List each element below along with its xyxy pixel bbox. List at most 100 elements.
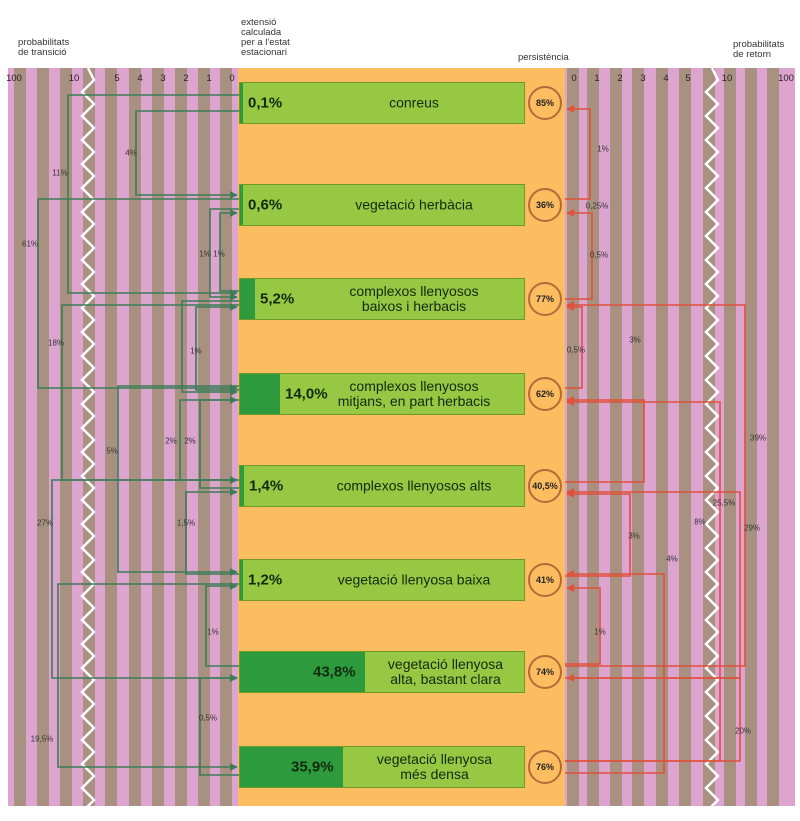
transition-probability-label: 2%: [165, 436, 177, 446]
state-label: conreus: [389, 94, 439, 111]
transition-probability-label: 0,5%: [198, 713, 218, 723]
state-extent-fill: [240, 652, 365, 692]
state-label: complexos llenyosos alts: [336, 477, 492, 494]
return-probability-label: 0,5%: [589, 250, 609, 260]
return-arrow: [565, 490, 631, 577]
transition-probability-label: 2%: [184, 436, 196, 446]
state-box: 35,9% vegetació llenyosa més densa: [239, 746, 525, 788]
transition-arrow: [205, 582, 239, 667]
state-extent-percent: 0,6%: [248, 196, 283, 214]
right-scale-break: [704, 67, 720, 813]
transition-arrow: [209, 208, 239, 301]
transition-probability-label: 1,5%: [176, 518, 196, 528]
state-box: 43,8% vegetació llenyosa alta, bastant cl…: [239, 651, 525, 693]
state-box: 0,1%conreus: [239, 82, 525, 124]
transition-arrow: [185, 488, 239, 575]
transition-arrow: [195, 303, 239, 391]
return-probability-label: 8%: [694, 517, 706, 527]
return-arrow: [565, 303, 583, 389]
left-tick-label: 1: [206, 73, 212, 84]
return-probability-label: 0,5%: [566, 345, 586, 355]
return-probability-label: 0,25%: [585, 201, 609, 211]
persistence-circle: 36%: [528, 188, 562, 222]
return-probability-label: 29%: [743, 523, 761, 533]
transition-arrow: [67, 94, 239, 297]
right-tick-label: 1: [594, 73, 600, 84]
persistence-circle: 74%: [528, 655, 562, 689]
return-probability-label: 3%: [629, 335, 641, 345]
return-probability-label: 3%: [628, 531, 640, 541]
left-scale-stripe: [83, 68, 95, 806]
transition-probability-label: 5%: [106, 446, 118, 456]
state-extent-fill: [240, 185, 243, 225]
transition-probability-label: 27%: [36, 518, 54, 528]
persistence-circle: 85%: [528, 86, 562, 120]
right-scale-stripe: [632, 68, 644, 806]
state-extent-percent: 1,4%: [249, 477, 284, 495]
state-label: vegetació llenyosa més densa: [376, 751, 493, 782]
persistence-circle: 62%: [528, 377, 562, 411]
persistence-header: persistència: [518, 52, 569, 63]
right-scale-stripe: [745, 68, 757, 806]
persistence-circle: 40,5%: [528, 469, 562, 503]
transition-arrow: [219, 209, 239, 292]
right-tick-label: 100: [778, 73, 794, 84]
transition-probability-label: 4%: [125, 148, 137, 158]
left-scale-break: [80, 67, 96, 813]
return-probability-label: 1%: [594, 627, 606, 637]
right-tick-label: 3: [640, 73, 646, 84]
right-tick-label: 5: [685, 73, 691, 84]
state-extent-percent: 35,9%: [291, 758, 334, 776]
right-scale-stripe: [656, 68, 668, 806]
state-label: vegetació herbàcia: [355, 196, 473, 213]
persistence-circle: 41%: [528, 563, 562, 597]
right-scale-stripe: [767, 68, 779, 806]
state-box: 1,4% complexos llenyosos alts: [239, 465, 525, 507]
transition-probability-label: 1%: [207, 627, 219, 637]
transition-probability-label: 11%: [52, 168, 68, 178]
return-arrow: [565, 488, 741, 679]
left-scale-stripe: [60, 68, 72, 806]
transition-arrow: [199, 396, 239, 489]
left-scale-stripe: [198, 68, 210, 806]
state-extent-fill: [240, 279, 255, 319]
return-arrow: [565, 209, 593, 300]
state-label: vegetació llenyosa alta, bastant clara: [387, 656, 504, 687]
left-tick-label: 5: [114, 73, 120, 84]
stationary-extent-header: extensió calculada per a l'estat estacio…: [241, 17, 290, 58]
return-arrow: [565, 570, 665, 774]
state-label: complexos llenyosos mitjans, en part her…: [337, 378, 491, 409]
right-tick-label: 10: [721, 73, 733, 84]
transition-probabilities-header: probabilitats de transició: [18, 37, 70, 58]
state-extent-percent: 14,0%: [285, 385, 328, 403]
transition-arrow: [181, 300, 239, 396]
left-scale-stripe: [129, 68, 141, 806]
right-tick-label: 4: [663, 73, 669, 84]
right-scale-stripe: [724, 68, 736, 806]
left-tick-label: 100: [6, 73, 22, 84]
return-probability-label: 1%: [597, 144, 609, 154]
left-scale-stripe: [14, 68, 26, 806]
state-extent-fill: [240, 374, 280, 414]
return-probability-label: 39%: [749, 433, 767, 443]
left-tick-label: 4: [137, 73, 143, 84]
left-scale-stripe: [37, 68, 49, 806]
left-scale-stripe: [152, 68, 164, 806]
state-label: complexos llenyosos baixos i herbacis: [349, 283, 479, 314]
state-extent-percent: 43,8%: [313, 663, 356, 681]
return-arrow: [565, 398, 721, 762]
state-extent-fill: [240, 83, 243, 123]
return-probabilities-header: probabilitats de retorn: [733, 39, 785, 60]
return-probability-label: 4%: [666, 554, 678, 564]
return-probability-label: 20%: [734, 726, 752, 736]
return-probability-label: 25,5%: [712, 498, 736, 508]
right-scale-stripe: [587, 68, 599, 806]
state-extent-fill: [240, 466, 244, 506]
transition-probability-label: 1%: [199, 249, 211, 259]
left-tick-label: 2: [183, 73, 189, 84]
right-tick-label: 2: [617, 73, 623, 84]
transition-arrow: [57, 583, 239, 771]
return-arrow: [565, 301, 746, 667]
